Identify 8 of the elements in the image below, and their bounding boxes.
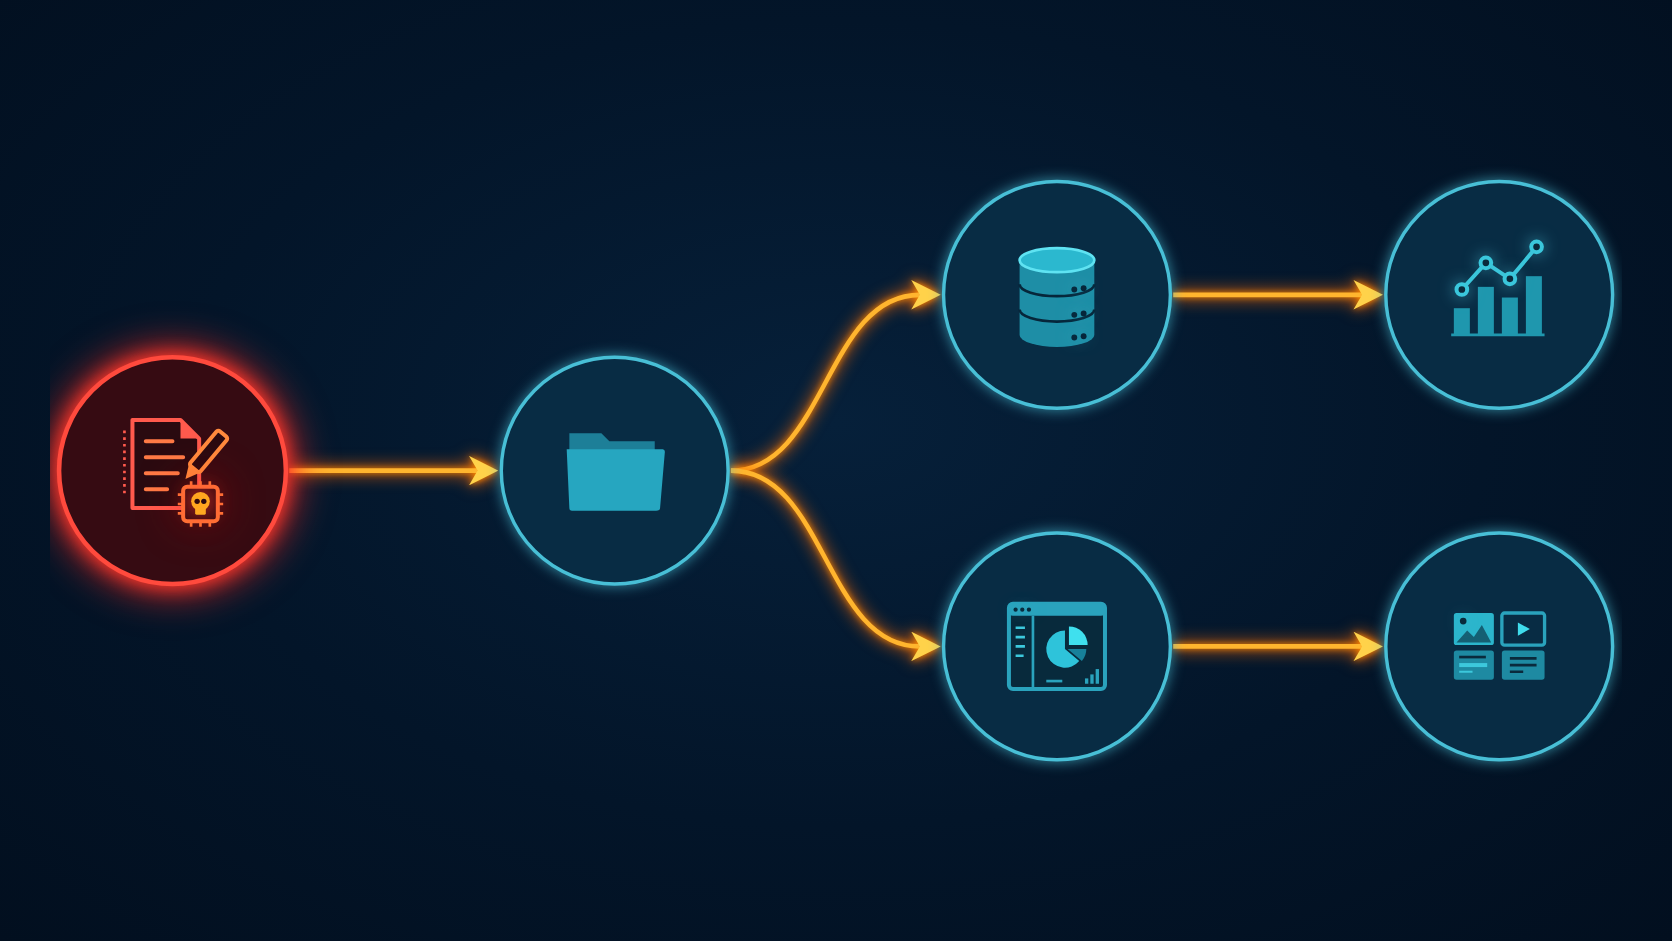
circle-node: [56, 354, 289, 587]
circle-node: [942, 179, 1173, 410]
arrow: [289, 455, 499, 486]
circle-node: [1384, 531, 1615, 762]
circle-node: [1384, 179, 1615, 410]
arrow: [730, 468, 941, 660]
circle-node: [499, 355, 730, 586]
circle-node: [942, 531, 1173, 762]
